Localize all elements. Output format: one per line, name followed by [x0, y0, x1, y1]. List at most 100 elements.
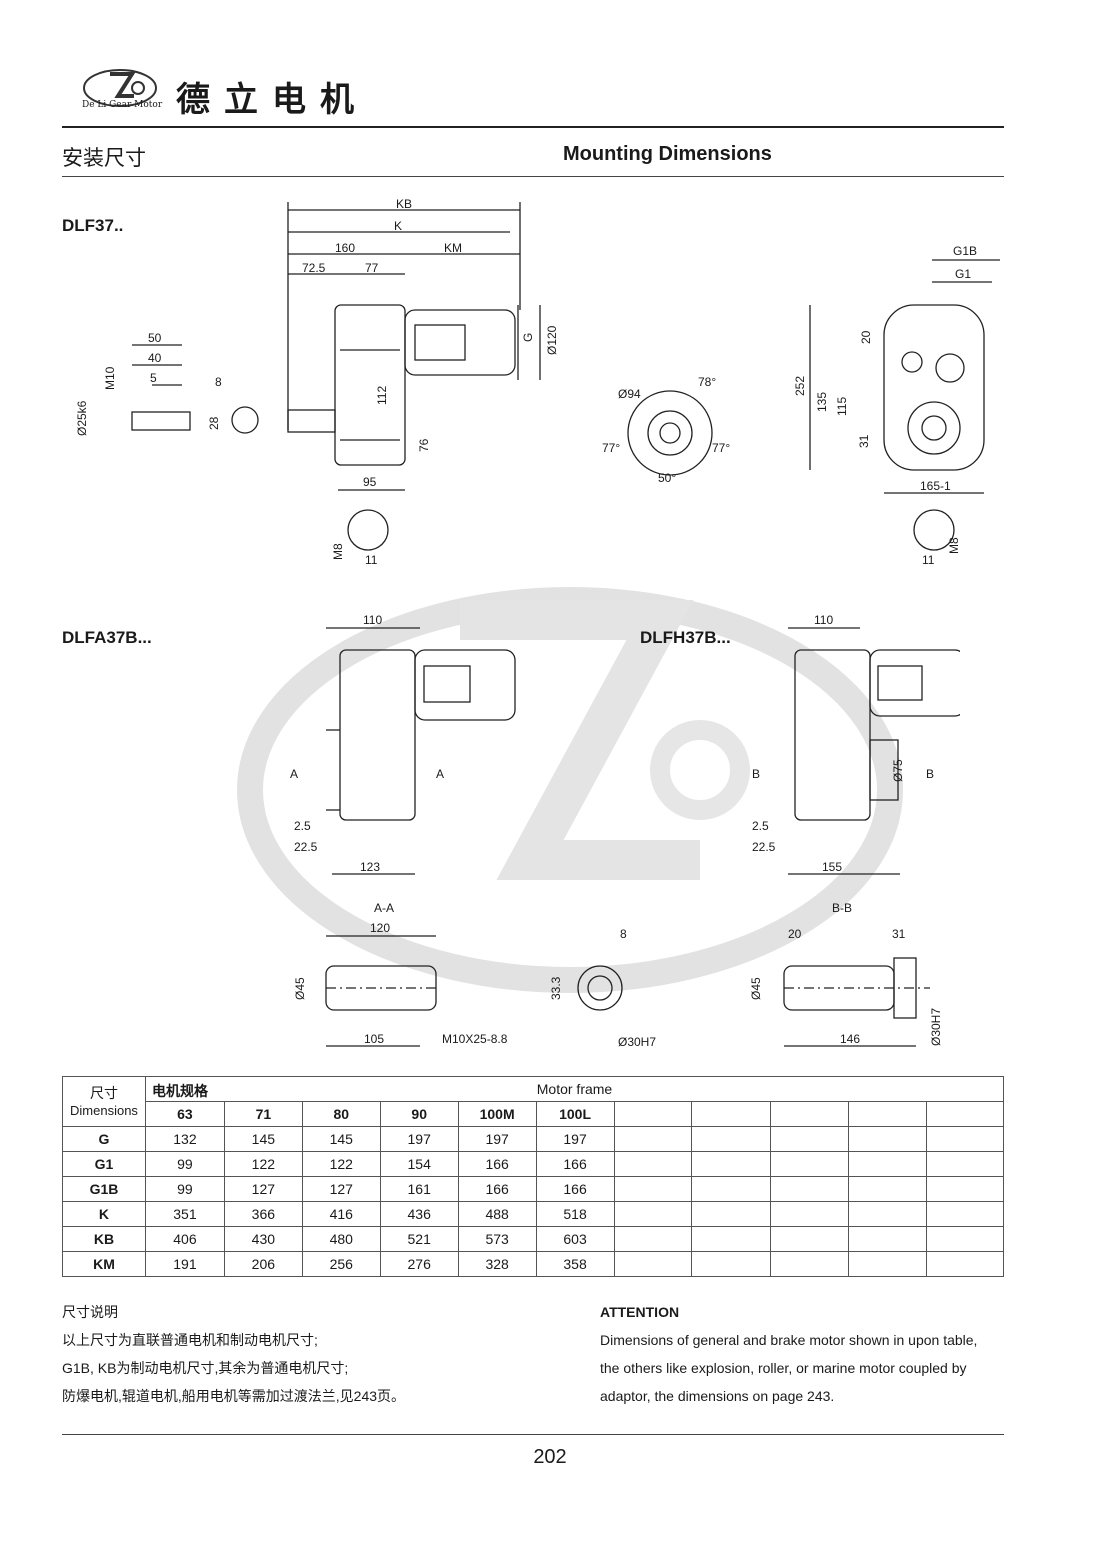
empty-cell [770, 1101, 850, 1127]
table-cell: 276 [379, 1251, 459, 1277]
empty-cell [691, 1251, 772, 1277]
dim-bb-20: 20 [788, 927, 802, 941]
table-header-row-2: 63 71 80 90 100M 100L [63, 1101, 1004, 1127]
dim-76: 76 [417, 438, 431, 452]
dim-95: 95 [363, 475, 377, 489]
section-rule [62, 176, 1004, 177]
table-cell: 480 [301, 1226, 381, 1252]
dim-b-right: B [926, 767, 934, 781]
dim-b-d75: Ø75 [891, 759, 905, 782]
dim-k: K [394, 219, 402, 233]
table-cell: 518 [535, 1201, 615, 1227]
dim-aa-m10: M10X25-8.8 [442, 1032, 508, 1046]
dim-aa-d45: Ø45 [293, 977, 307, 1000]
dim-bb-d30h7: Ø30H7 [929, 1008, 943, 1046]
dim-bb-146: 146 [840, 1032, 860, 1046]
empty-cell [926, 1151, 1004, 1177]
empty-cell [613, 1101, 693, 1127]
notes-line-1: 以上尺寸为直联普通电机和制动电机尺寸; [62, 1332, 318, 1348]
dim-bb-31: 31 [892, 927, 906, 941]
table-cell: 351 [144, 1201, 225, 1227]
drawing-sections: A-A 120 Ø45 105 M10X25-8.8 8 33.3 Ø30H7 … [293, 901, 943, 1049]
empty-cell [848, 1101, 928, 1127]
empty-cell [926, 1201, 1004, 1227]
dim-8: 8 [215, 375, 222, 389]
empty-cell [926, 1251, 1004, 1277]
table-cell: 127 [301, 1176, 381, 1202]
dim-a-110: 110 [363, 613, 382, 627]
dim-50deg: 50° [658, 471, 676, 485]
table-cell: 166 [535, 1151, 615, 1177]
empty-cell [691, 1201, 772, 1227]
empty-cell [926, 1126, 1004, 1152]
table-cell: 99 [144, 1176, 225, 1202]
dim-72-5: 72.5 [302, 261, 326, 275]
table-cell: 127 [223, 1176, 303, 1202]
dim-b-left: B [752, 767, 760, 781]
dim-b-2-5: 2.5 [752, 819, 769, 833]
row-label: K [62, 1201, 146, 1227]
frame-100m: 100M [457, 1101, 537, 1127]
empty-cell [770, 1201, 850, 1227]
empty-cell [770, 1176, 850, 1202]
model-label-top: DLF37.. [62, 216, 124, 235]
table-cell: 328 [457, 1251, 537, 1277]
table-motor-cn: 电机规格 [151, 1083, 208, 1099]
dim-m8-a: M8 [331, 543, 345, 560]
table-cell: 197 [535, 1126, 615, 1152]
frame-90: 90 [379, 1101, 459, 1127]
row-label: G1B [62, 1176, 146, 1202]
empty-cell [848, 1251, 928, 1277]
notes-line-3: 防爆电机,辊道电机,船用电机等需加过渡法兰,见243页。 [62, 1388, 406, 1404]
table-corner-en: Dimensions [70, 1102, 138, 1118]
attention-line-3: adaptor, the dimensions on page 243. [600, 1388, 835, 1404]
brand-name: 德立电机 [176, 80, 368, 120]
notes-line-2: G1B, KB为制动电机尺寸,其余为普通电机尺寸; [62, 1360, 349, 1376]
dim-mid-d30h7: Ø30H7 [618, 1035, 656, 1049]
logo: De Li Gear Motor [80, 66, 162, 118]
table-cell: 366 [223, 1201, 303, 1227]
dim-20: 20 [859, 330, 873, 344]
dim-5: 5 [150, 371, 157, 385]
table-cell: 99 [144, 1151, 225, 1177]
dim-d120: Ø120 [545, 325, 559, 355]
dim-m8-b: M8 [947, 537, 961, 554]
dim-78deg: 78° [698, 375, 716, 389]
drawing-dlfa-dlfh: 110 A A 2.5 22.5 123 110 B B Ø75 2.5 22.… [290, 613, 960, 875]
table-cell: 166 [457, 1151, 537, 1177]
dim-160: 160 [335, 241, 355, 255]
table-cell: 132 [144, 1126, 225, 1152]
frame-63: 63 [144, 1101, 225, 1127]
empty-cell [848, 1151, 928, 1177]
table-cell: 206 [223, 1251, 303, 1277]
table-cell: 430 [223, 1226, 303, 1252]
dim-a-right: A [436, 767, 444, 781]
table-cell: 358 [535, 1251, 615, 1277]
table-cell: 122 [223, 1151, 303, 1177]
row-label: KB [62, 1226, 146, 1252]
dim-mid-33-3: 33.3 [549, 976, 563, 1000]
model-label-right: DLFH37B... [640, 628, 731, 647]
frame-71: 71 [223, 1101, 303, 1127]
empty-cell [691, 1226, 772, 1252]
row-label: G1 [62, 1151, 146, 1177]
empty-cell [691, 1126, 772, 1152]
attention-line-2: the others like explosion, roller, or ma… [600, 1360, 967, 1376]
dim-bb-d45: Ø45 [749, 977, 763, 1000]
table-cell: 488 [457, 1201, 537, 1227]
attention-notes: ATTENTION Dimensions of general and brak… [600, 1298, 1010, 1410]
table-motor-en: Motor frame [536, 1081, 613, 1097]
empty-cell [770, 1251, 850, 1277]
table-cell: 573 [457, 1226, 537, 1252]
empty-cell [770, 1126, 850, 1152]
dimensions-table: 尺寸 Dimensions 电机规格 Motor frame 63 71 80 … [62, 1076, 1005, 1277]
empty-cell [613, 1126, 693, 1152]
empty-cell [770, 1151, 850, 1177]
table-corner-cn: 尺寸 [89, 1084, 118, 1101]
frame-100l: 100L [535, 1101, 615, 1127]
